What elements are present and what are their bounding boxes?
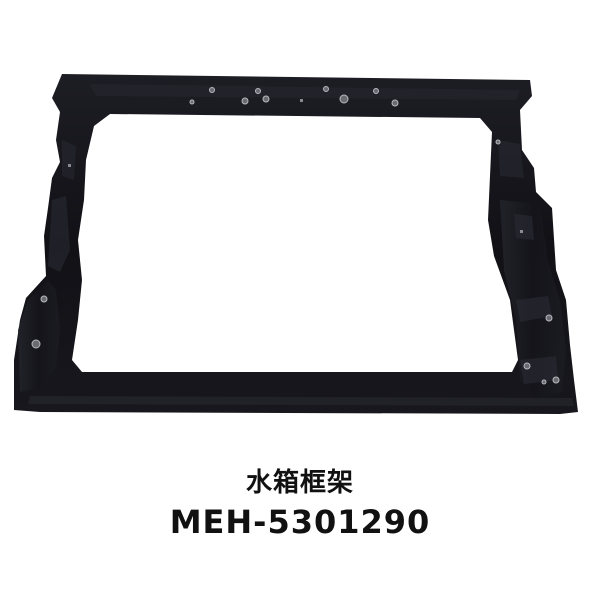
frame-body xyxy=(14,74,578,414)
left-pillar-detail xyxy=(18,280,60,392)
mounting-holes xyxy=(31,86,560,385)
part-number: MEH-5301290 xyxy=(169,503,431,541)
radiator-frame-image xyxy=(14,74,578,414)
product-name: 水箱框架 xyxy=(245,468,354,498)
